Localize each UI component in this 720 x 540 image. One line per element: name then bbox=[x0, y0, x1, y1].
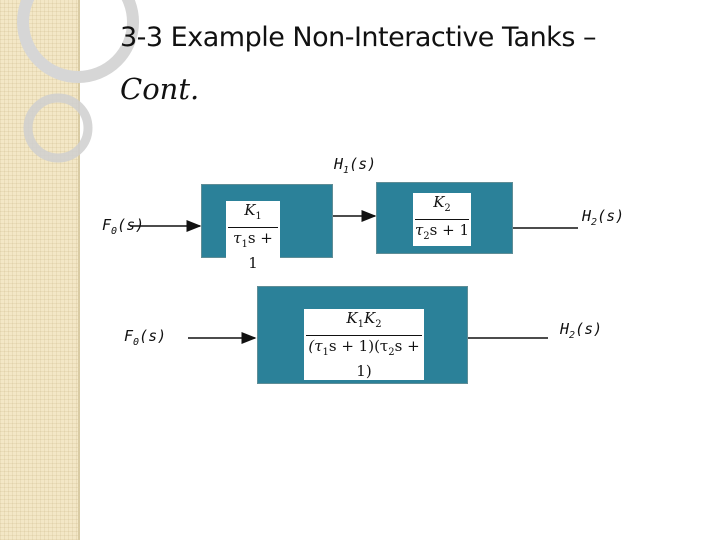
ring-large bbox=[17, 0, 139, 83]
label-f0-top: F0(s) bbox=[102, 216, 145, 237]
transfer-function-2: K2 τ2s + 1 bbox=[413, 193, 471, 246]
label-h1: H1(s) bbox=[334, 155, 377, 176]
combined-transfer-block: K1K2 (τ1s + 1)(τ2s + 1) bbox=[257, 286, 468, 384]
transfer-block-2: K2 τ2s + 1 bbox=[376, 182, 513, 254]
label-h2-top: H2(s) bbox=[582, 207, 625, 228]
label-f0-bottom: F0(s) bbox=[124, 327, 167, 348]
label-h2-bottom: H2(s) bbox=[560, 320, 603, 341]
slide-title-line2: Cont. bbox=[120, 72, 200, 106]
combined-transfer-function: K1K2 (τ1s + 1)(τ2s + 1) bbox=[304, 309, 424, 380]
transfer-function-1: K1 τ1s + 1 bbox=[226, 201, 280, 272]
sidebar-divider bbox=[78, 0, 80, 540]
decorative-sidebar bbox=[0, 0, 78, 540]
ring-small bbox=[23, 93, 93, 163]
transfer-block-1: K1 τ1s + 1 bbox=[201, 184, 333, 272]
slide-title-line1: 3-3 Example Non-Interactive Tanks – bbox=[120, 22, 596, 53]
